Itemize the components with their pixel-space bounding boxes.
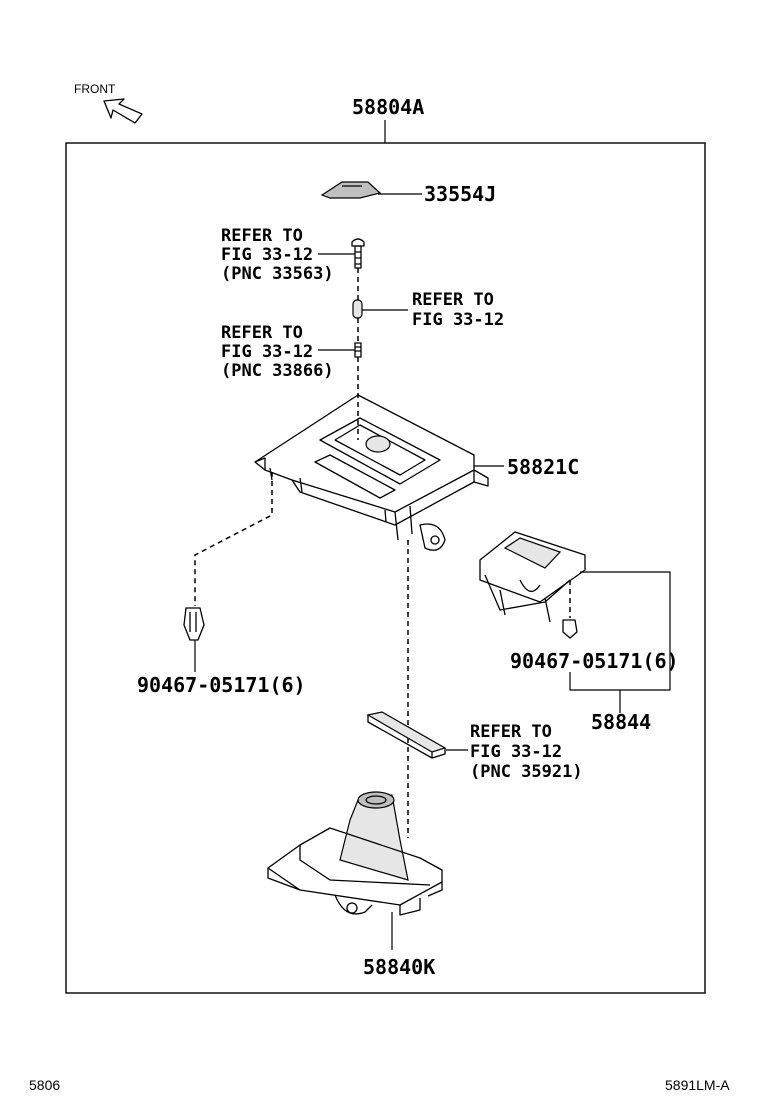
part-label-58821c: 58821C — [507, 455, 579, 479]
footer-page-number: 5806 — [29, 1077, 60, 1093]
footer-code: 5891LM-A — [665, 1077, 730, 1093]
refer-socket-line3: (PNC 33866) — [221, 361, 334, 381]
part-label-58840k: 58840K — [363, 955, 435, 979]
refer-socket-line1: REFER TO — [221, 323, 303, 343]
refer-plate-line1: REFER TO — [470, 722, 552, 742]
refer-plate-line2: FIG 33-12 — [470, 742, 562, 762]
part-plate — [366, 711, 447, 759]
part-socket — [354, 342, 362, 358]
refer-plate-line3: (PNC 35921) — [470, 762, 583, 782]
refer-bulb-line2: FIG 33-12 — [412, 310, 504, 330]
assembly-frame — [65, 142, 706, 994]
assembly-label: 58804A — [352, 95, 424, 119]
part-clip-right — [562, 619, 578, 639]
part-label-clip-right: 90467-05171(6) — [510, 649, 679, 673]
part-bulb — [352, 299, 363, 319]
refer-bulb-line1: REFER TO — [412, 290, 494, 310]
refer-bolt-line2: FIG 33-12 — [221, 245, 313, 265]
part-label-33554j: 33554J — [424, 182, 496, 206]
refer-bolt-line3: (PNC 33563) — [221, 264, 334, 284]
refer-socket-line2: FIG 33-12 — [221, 342, 313, 362]
part-label-58844: 58844 — [591, 710, 651, 734]
part-58821c-bezel — [254, 394, 489, 551]
front-arrow-icon — [103, 98, 143, 124]
refer-bolt-line1: REFER TO — [221, 226, 303, 246]
part-label-clip-left: 90467-05171(6) — [137, 673, 306, 697]
part-clip-left — [183, 607, 205, 641]
part-33554j-cap — [320, 181, 382, 199]
part-58844-insert — [479, 531, 586, 623]
front-label: FRONT — [74, 82, 116, 96]
part-58840k-boot — [267, 791, 443, 916]
